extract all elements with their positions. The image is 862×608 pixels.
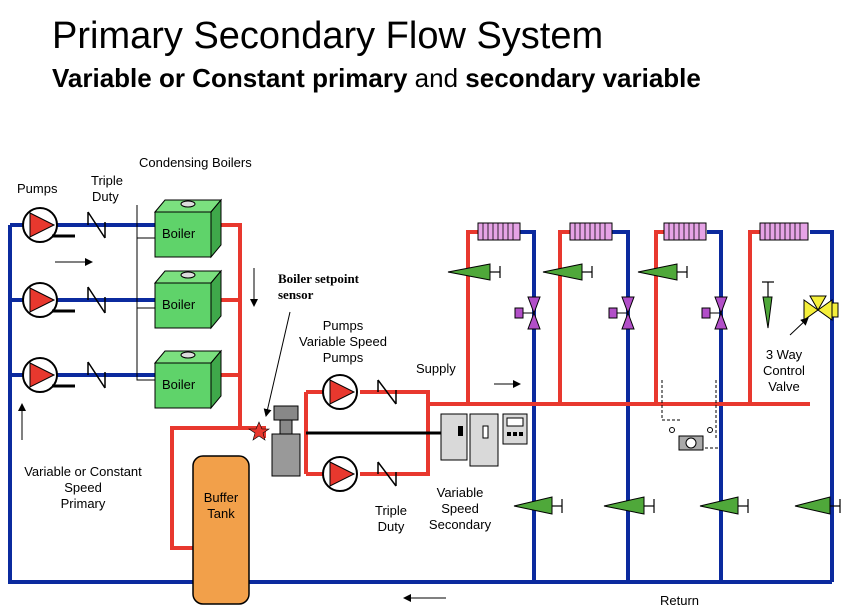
three-way-label-1: 3 Way xyxy=(766,347,803,362)
triple-duty-valves-secondary xyxy=(377,379,397,487)
subtitle-and: and xyxy=(407,63,466,93)
buffer-tank-label-1: Buffer xyxy=(204,490,239,505)
buffer-tank-label-2: Tank xyxy=(207,506,235,521)
buffer-tank xyxy=(192,455,250,605)
hydraulic-separator xyxy=(271,405,301,477)
triple-duty-label-left-2: Duty xyxy=(92,189,119,204)
secondary-pump-1 xyxy=(322,374,358,410)
supply-piping xyxy=(170,223,810,550)
three-way-valve xyxy=(803,295,839,321)
three-way-label-3: Valve xyxy=(768,379,800,394)
secondary-label-2: Speed xyxy=(441,501,479,516)
primary-pump-1 xyxy=(22,207,75,243)
control-wiring xyxy=(136,205,720,449)
vfd-controllers xyxy=(440,413,528,467)
primary-label-2: Speed xyxy=(64,480,102,495)
secondary-label-1: Variable xyxy=(437,485,484,500)
boiler-setpoint-label-2: sensor xyxy=(278,287,314,302)
boiler-1-label: Boiler xyxy=(162,226,196,241)
zone-control-valves xyxy=(514,296,728,330)
setpoint-sensor-icon xyxy=(248,421,270,441)
triple-duty-label-left-1: Triple xyxy=(91,173,123,188)
boiler-1 xyxy=(153,198,223,259)
page-title: Primary Secondary Flow System xyxy=(52,15,604,57)
pumps-vs-label-2: Variable Speed xyxy=(299,334,387,349)
pumps-vs-label-3: Pumps xyxy=(323,350,364,365)
differential-pressure-sensor xyxy=(669,427,713,451)
pumps-label-left: Pumps xyxy=(17,181,58,196)
boiler-2 xyxy=(153,269,223,330)
boiler-3 xyxy=(153,349,223,410)
subtitle-secondary: secondary variable xyxy=(465,63,701,93)
balancing-valve-stems xyxy=(490,266,774,297)
radiator-fins xyxy=(482,223,801,240)
boiler-3-label: Boiler xyxy=(162,377,196,392)
subtitle-primary: Variable or Constant primary xyxy=(52,63,408,93)
secondary-label-3: Secondary xyxy=(429,517,492,532)
pumps-vs-label-1: Pumps xyxy=(323,318,364,333)
three-way-valve-pointer xyxy=(789,317,809,336)
condensing-boilers-label: Condensing Boilers xyxy=(139,155,252,170)
primary-pump-2 xyxy=(22,282,75,318)
return-label: Return xyxy=(660,593,699,608)
triple-duty-valves-left xyxy=(87,211,106,389)
triple-duty-label-bottom-2: Duty xyxy=(378,519,405,534)
secondary-pump-2 xyxy=(322,456,358,492)
page-subtitle: Variable or Constant primary and seconda… xyxy=(52,62,701,94)
supply-label: Supply xyxy=(416,361,456,376)
primary-label-1: Variable or Constant xyxy=(24,464,142,479)
boiler-2-label: Boiler xyxy=(162,297,196,312)
triple-duty-label-bottom-1: Triple xyxy=(375,503,407,518)
radiators xyxy=(477,222,809,241)
three-way-label-2: Control xyxy=(763,363,805,378)
primary-label-3: Primary xyxy=(61,496,106,511)
return-valve-stems xyxy=(552,499,841,513)
primary-pump-3 xyxy=(22,357,75,393)
boiler-setpoint-label-1: Boiler setpoint xyxy=(278,271,360,286)
flow-arrows xyxy=(18,258,521,602)
